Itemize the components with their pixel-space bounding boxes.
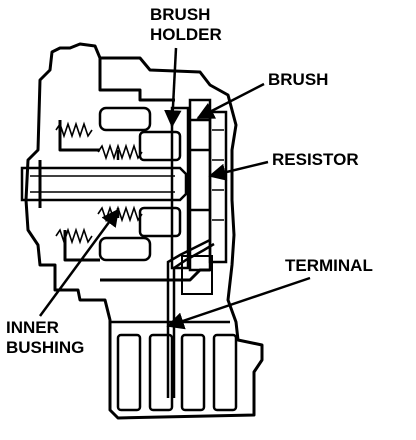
inner-bushing-leader	[38, 208, 120, 317]
label-inner-bushing-line1: INNER	[6, 318, 59, 337]
resistor-plate	[208, 110, 228, 264]
label-inner-bushing-line2: BUSHING	[6, 338, 85, 357]
label-brush-holder-line2: HOLDER	[150, 25, 222, 44]
resistor-leader	[208, 160, 269, 181]
brush-leader	[196, 82, 265, 120]
label-inner-bushing: INNER BUSHING	[6, 318, 84, 358]
label-resistor: RESISTOR	[272, 150, 359, 169]
label-terminal: TERMINAL	[285, 256, 373, 275]
connector	[110, 320, 238, 412]
label-brush: BRUSH	[268, 70, 329, 89]
brush-holder-leader	[164, 47, 182, 128]
terminal-leader	[166, 276, 311, 330]
shaft	[20, 160, 188, 208]
label-brush-holder: BRUSH HOLDER	[150, 5, 222, 45]
terminal-conductor	[166, 238, 215, 398]
brush-holder	[170, 98, 212, 272]
leader-lines	[38, 47, 311, 330]
springs	[55, 121, 143, 245]
label-brush-holder-line1: BRUSH	[150, 5, 211, 24]
rotor-seats	[98, 106, 182, 262]
